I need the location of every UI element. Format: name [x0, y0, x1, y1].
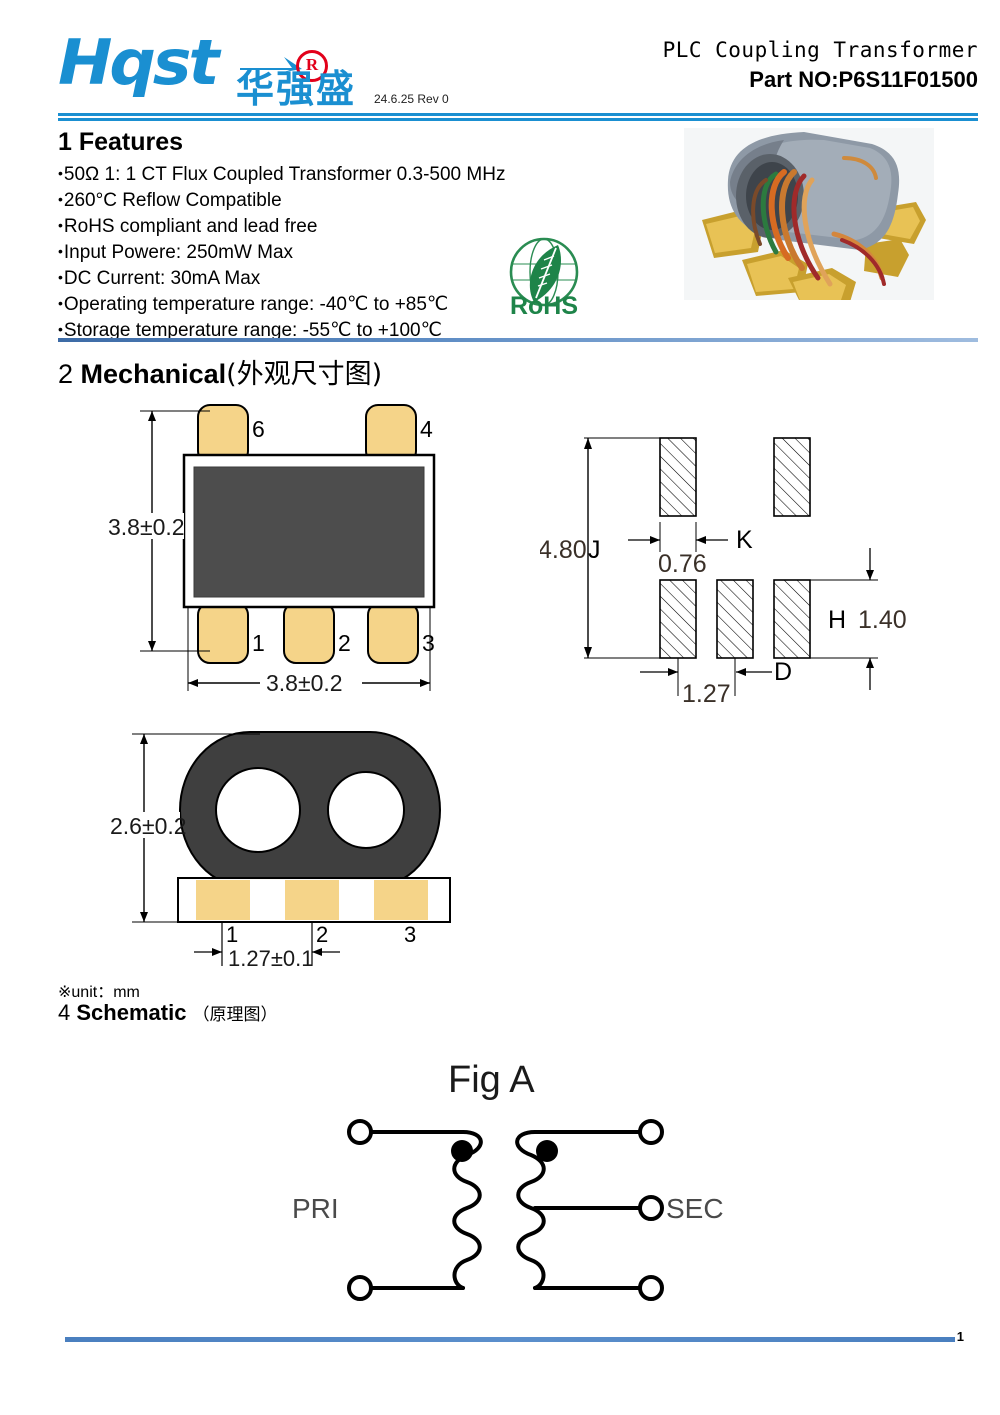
pin-pad-2: [283, 602, 335, 664]
top-view-height-dimension: 3.8±0.2: [108, 514, 185, 540]
pad-upper-right: [773, 437, 811, 517]
pin-pad-1: [197, 602, 249, 664]
feature-item: 50Ω 1: 1 CT Flux Coupled Transformer 0.3…: [58, 161, 678, 187]
mechanical-heading-number: 2: [58, 359, 74, 389]
mechanical-pad-layout-drawing: 4.80 J K 0.76 D 1.27 H 1.40: [540, 437, 907, 708]
side-pad-2: [285, 880, 339, 920]
side-pin-label-1: 1: [226, 922, 238, 947]
pad-k-value: 0.76: [658, 550, 707, 578]
pad-j-value: 4.80: [540, 536, 587, 564]
pad-h-label: H: [828, 606, 846, 634]
top-view-width-dimension: 3.8±0.2: [266, 670, 343, 696]
mechanical-heading-text: Mechanical: [80, 359, 227, 389]
schematic-diagram: Fig A PRI SEC: [292, 1059, 724, 1301]
schematic-heading: 4 Schematic （原理图）: [58, 1000, 278, 1026]
schematic-heading-chinese: （原理图）: [192, 1005, 278, 1025]
pad-upper-left: [659, 437, 697, 517]
features-section: 1 Features 50Ω 1: 1 CT Flux Coupled Tran…: [58, 128, 678, 343]
pad-lower-3: [773, 579, 811, 659]
pad-lower-1: [659, 579, 697, 659]
side-view-height-dimension: 2.6±0.2: [110, 813, 187, 839]
pad-d-value: 1.27: [682, 680, 731, 708]
logo-chinese-name: 华强盛: [236, 67, 357, 111]
pad-j-label: J: [588, 536, 601, 564]
pad-d-label: D: [774, 658, 792, 686]
page-header: Hqst R 华强盛 24.6.25 Rev 0 PLC Coupling Tr…: [0, 0, 1000, 121]
feature-item: RoHS compliant and lead free: [58, 213, 678, 239]
feature-item: Operating temperature range: -40℃ to +85…: [58, 291, 678, 317]
secondary-terminal-bottom: [638, 1275, 664, 1301]
product-photo: [684, 128, 934, 300]
mechanical-heading: 2 Mechanical(外观尺寸图): [58, 352, 382, 391]
registered-trademark-icon: R: [296, 50, 328, 82]
pin-label-3: 3: [422, 630, 435, 656]
primary-terminal-top: [347, 1119, 373, 1145]
logo-wordmark: Hqst: [58, 26, 219, 99]
pin-pad-3: [367, 602, 419, 664]
mechanical-side-view-drawing: 2.6±0.2 1.27±0.1 1 2 3: [110, 731, 451, 971]
revision-label: 24.6.25 Rev 0: [374, 92, 449, 106]
features-list: 50Ω 1: 1 CT Flux Coupled Transformer 0.3…: [58, 161, 678, 343]
pin-label-2: 2: [338, 630, 351, 656]
pin-label-1: 1: [252, 630, 265, 656]
feature-item: DC Current: 30mA Max: [58, 265, 678, 291]
mechanical-section-rule: [58, 338, 978, 342]
pad-lower-2: [716, 579, 754, 659]
primary-polarity-dot: [451, 1140, 473, 1162]
mechanical-top-view-drawing: 3.8±0.2 3.8±0.2 6 4 1 2 3: [100, 404, 436, 696]
feature-item: Storage temperature range: -55℃ to +100℃: [58, 317, 678, 343]
secondary-polarity-dot: [536, 1140, 558, 1162]
rohs-text: RoHS: [510, 292, 578, 320]
core-hole-left: [215, 767, 301, 853]
pin-label-4: 4: [420, 416, 433, 442]
logo-swoosh-icon: [240, 57, 302, 72]
secondary-terminal-centertap: [638, 1195, 664, 1221]
header-rule-bottom: [58, 118, 978, 121]
schematic-heading-text: Schematic: [76, 1000, 187, 1025]
secondary-terminal-top: [638, 1119, 664, 1145]
side-pin-label-2: 2: [316, 922, 328, 947]
rohs-compliance-icon: RoHS: [509, 237, 579, 320]
secondary-label: SEC: [666, 1193, 724, 1224]
side-pin-label-3: 3: [404, 922, 416, 947]
document-title: PLC Coupling Transformer Part NO:P6S11F0…: [663, 38, 978, 93]
pad-h-value: 1.40: [858, 606, 907, 634]
feature-item: 260°C Reflow Compatible: [58, 187, 678, 213]
figure-label: Fig A: [448, 1059, 535, 1101]
product-family-title: PLC Coupling Transformer: [662, 38, 978, 62]
core-hole-right: [327, 771, 405, 849]
side-view-pitch-dimension: 1.27±0.1: [228, 946, 313, 971]
page-number: 1: [956, 1329, 964, 1344]
schematic-heading-number: 4: [58, 1000, 71, 1025]
side-pad-1: [196, 880, 250, 920]
company-logo: Hqst R 华强盛: [58, 26, 478, 111]
primary-label: PRI: [292, 1193, 339, 1224]
mechanical-heading-chinese: (外观尺寸图): [226, 359, 383, 390]
pin-label-6: 6: [252, 416, 265, 442]
pad-k-label: K: [736, 526, 753, 554]
primary-terminal-bottom: [347, 1275, 373, 1301]
footer-rule: [65, 1337, 955, 1342]
unit-note: ※unit：mm: [58, 984, 140, 1001]
header-rule-top: [58, 113, 978, 116]
component-core: [193, 466, 425, 598]
feature-item: Input Powere: 250mW Max: [58, 239, 678, 265]
features-heading: 1 Features: [58, 128, 184, 156]
side-pad-3: [374, 880, 428, 920]
part-number-title: Part NO:P6S11F01500: [749, 67, 978, 92]
